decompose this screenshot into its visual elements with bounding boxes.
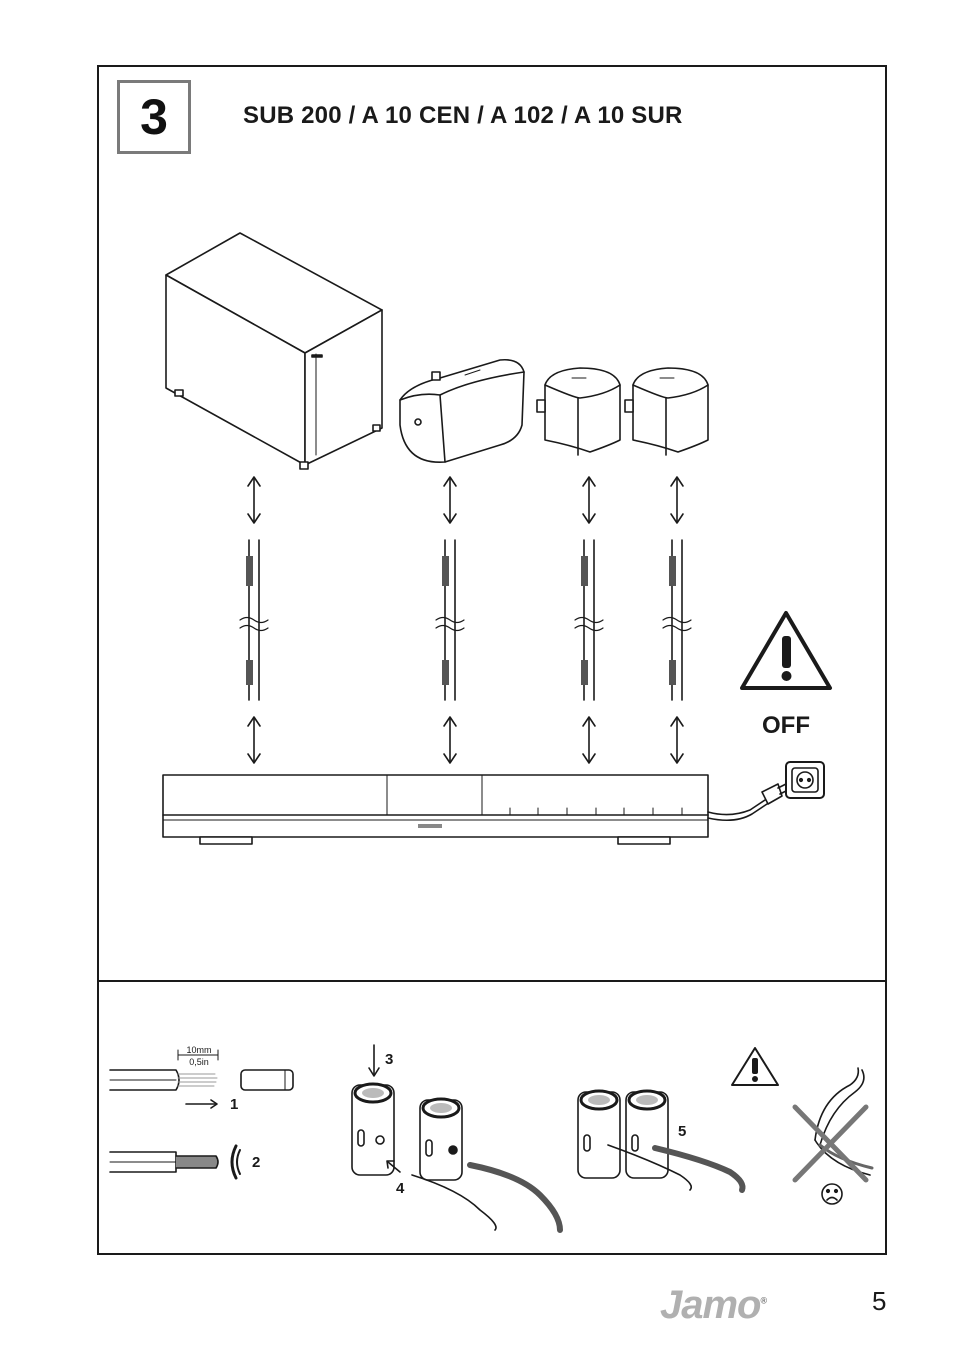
terminal-illustration-2: [577, 1089, 746, 1193]
step-label-5: 5: [678, 1123, 687, 1140]
brand-name: Jamo: [660, 1283, 761, 1327]
strip-length-mm: 10mm: [186, 1045, 212, 1055]
cable-column-4: [662, 476, 692, 764]
page-title: SUB 200 / A 10 CEN / A 102 / A 10 SUR: [243, 102, 683, 129]
section-divider: [97, 980, 887, 982]
step-label-4: 4: [396, 1180, 405, 1197]
sad-face-icon: [821, 1183, 843, 1205]
off-label: OFF: [762, 712, 810, 739]
cable-column-2: [435, 476, 465, 764]
cross-icon: [792, 1104, 869, 1183]
center-speaker-illustration: [399, 358, 525, 463]
wire-strip-illustration: [109, 1049, 294, 1180]
subwoofer-illustration: [165, 232, 383, 470]
warning-triangle-icon: [740, 611, 832, 690]
satellite-speaker-2-illustration: [624, 367, 709, 456]
strip-length-in: 0,5in: [189, 1057, 209, 1067]
page-number: 5: [872, 1286, 887, 1316]
step-label-2: 2: [252, 1154, 261, 1171]
satellite-speaker-1-illustration: [536, 367, 621, 456]
terminal-illustration-1: [351, 1044, 563, 1233]
cable-column-1: [239, 476, 269, 764]
power-socket-icon: [785, 761, 825, 799]
diagram-frame: [97, 65, 887, 1255]
receiver-illustration: [162, 774, 768, 845]
cable-column-3: [574, 476, 604, 764]
registered-mark: ®: [760, 1295, 768, 1306]
step-number: 3: [117, 80, 191, 154]
plug-icon: [761, 783, 789, 805]
step-label-3: 3: [385, 1051, 394, 1068]
brand-logo: Jamo®: [660, 1283, 768, 1328]
step-label-1: 1: [230, 1096, 239, 1113]
small-warning-triangle-icon: [731, 1047, 779, 1086]
